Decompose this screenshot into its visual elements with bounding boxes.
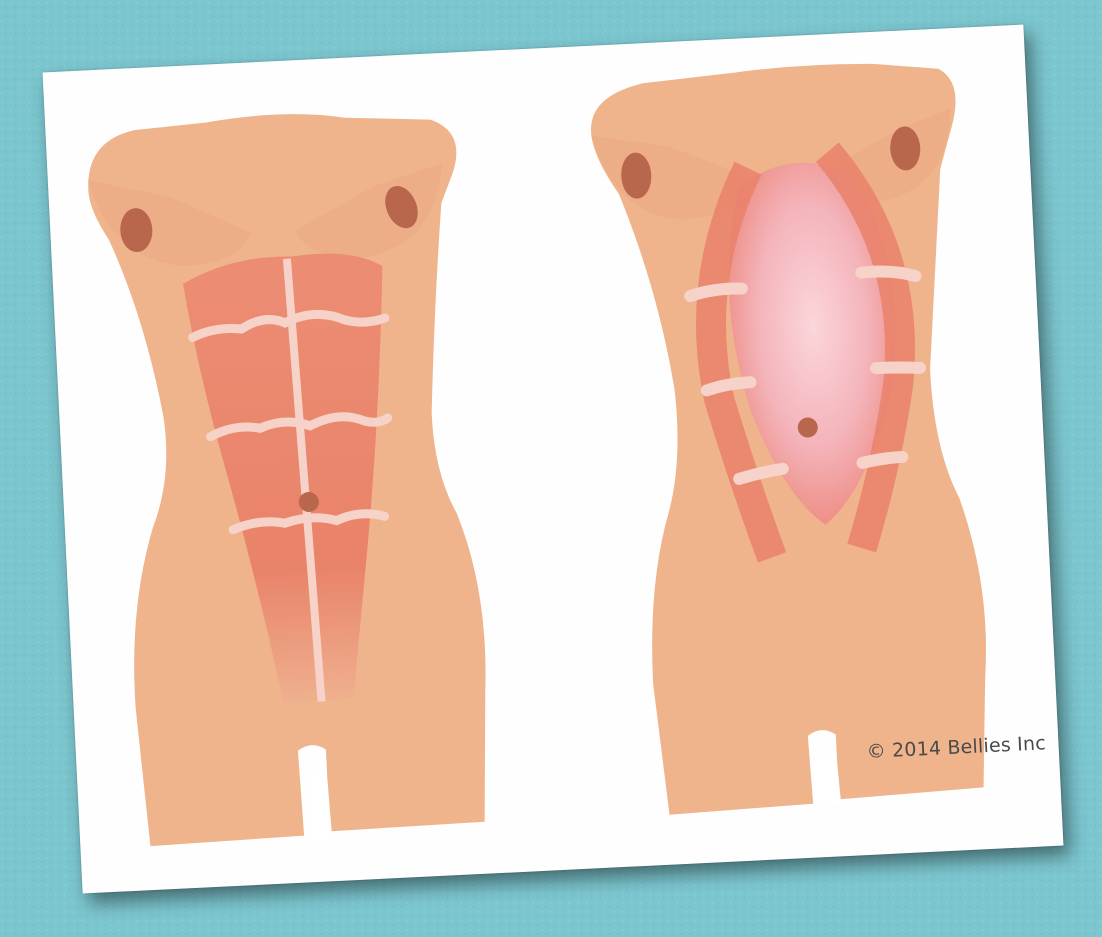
crotch-right [813,752,842,805]
diastasis-illustration [43,25,1064,894]
torso-right [588,58,993,817]
tendinous-intersection [862,457,902,463]
tendinous-intersection [876,366,920,370]
tendinous-intersection [861,270,915,279]
torso-left [85,106,494,850]
illustration-card: © 2014 Bellies Inc [43,25,1064,894]
